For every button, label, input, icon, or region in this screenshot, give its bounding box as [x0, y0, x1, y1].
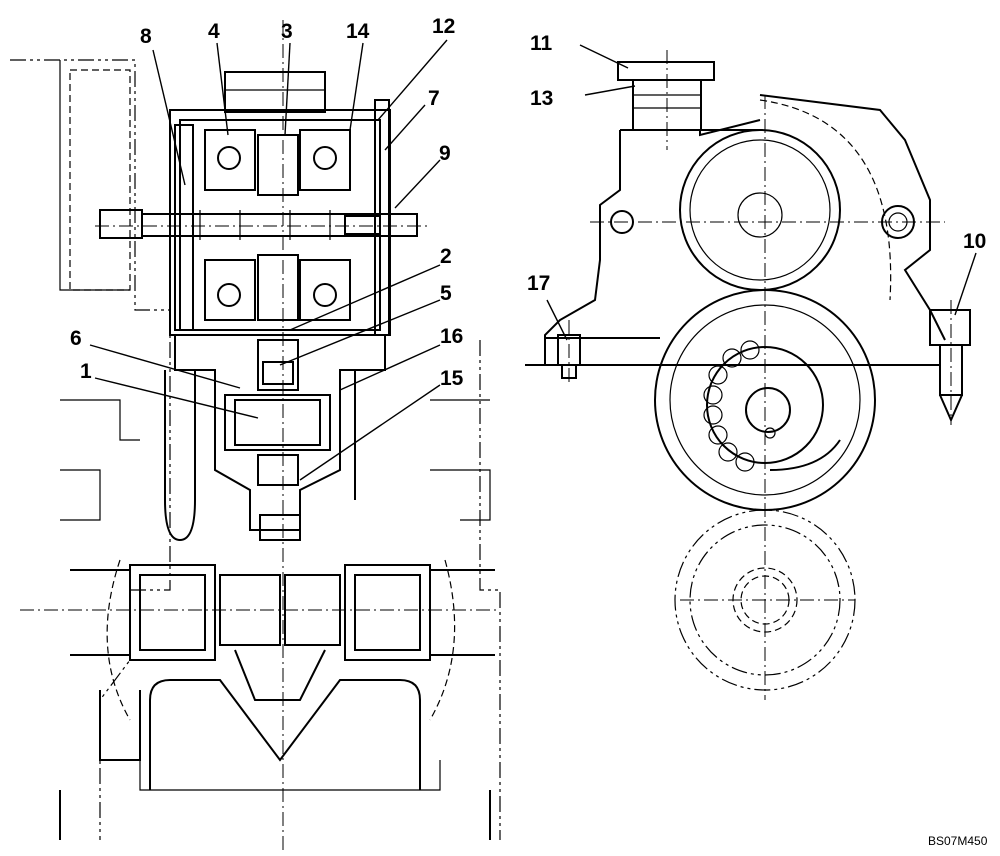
callout-14: 14	[346, 20, 370, 43]
callout-7: 7	[428, 87, 440, 110]
callout-6: 6	[70, 327, 82, 350]
callout-9: 9	[439, 142, 451, 165]
callout-16: 16	[440, 325, 463, 348]
callout-3: 3	[281, 20, 293, 43]
callout-2: 2	[440, 245, 452, 268]
callout-10: 10	[963, 230, 986, 253]
roller-bearing	[703, 340, 760, 472]
side-view-drawing	[525, 50, 971, 700]
callout-11: 11	[530, 32, 553, 55]
leader-lines	[89, 39, 977, 481]
callout-17: 17	[527, 272, 550, 295]
drawing-code: BS07M450	[928, 834, 988, 848]
callout-5: 5	[440, 282, 452, 305]
callout-4: 4	[208, 20, 220, 43]
callout-13: 13	[530, 87, 553, 110]
callout-12: 12	[432, 15, 455, 38]
callout-labels: 8 4 3 14 12 7 9 2 5 16 15 6 1 11 13 17 1…	[70, 15, 986, 390]
section-view-drawing	[10, 20, 501, 850]
callout-15: 15	[440, 367, 464, 390]
callout-8: 8	[140, 25, 152, 48]
callout-1: 1	[80, 360, 92, 383]
